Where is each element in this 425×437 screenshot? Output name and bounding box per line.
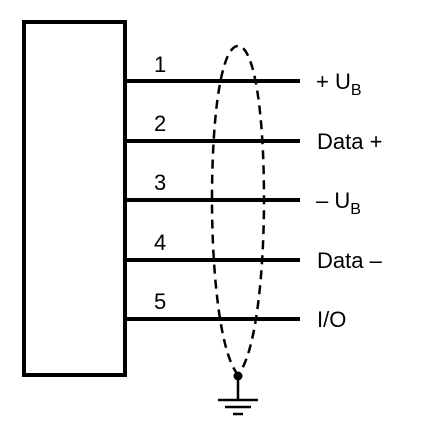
signal-label-5: I/O: [317, 307, 346, 332]
device-box: [22, 20, 127, 377]
wires: [125, 79, 300, 321]
signal-label-3-subscript: B: [350, 201, 361, 218]
signal-label-1-main: + U: [316, 69, 351, 94]
signal-label-4: Data –: [317, 248, 383, 273]
pin-number-5: 5: [154, 289, 166, 314]
pin-number-3: 3: [154, 170, 166, 195]
signal-label-1: + UB: [316, 69, 362, 99]
signal-label-1-subscript: B: [351, 82, 362, 99]
pin-number-2: 2: [154, 111, 166, 136]
shield-loop: [210, 44, 266, 378]
signal-label-3-main: – U: [316, 188, 350, 213]
pin-number-4: 4: [154, 230, 166, 255]
signal-label-3: – UB: [316, 188, 361, 218]
pin-number-1: 1: [154, 52, 166, 77]
ground-icon: [218, 376, 258, 416]
signal-label-2: Data +: [317, 129, 382, 154]
